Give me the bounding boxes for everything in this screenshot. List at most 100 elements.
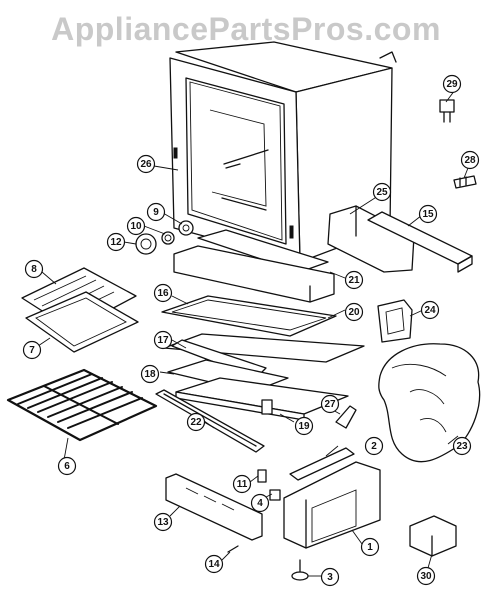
callout-15[interactable]: 15 — [418, 204, 438, 224]
callout-number: 10 — [130, 221, 142, 232]
callout-13[interactable]: 13 — [153, 512, 173, 532]
callout-number: 21 — [348, 275, 360, 286]
callout-number: 11 — [237, 479, 248, 490]
callout-circle — [320, 394, 340, 414]
callout-circle — [146, 202, 166, 222]
callout-circle — [320, 567, 340, 587]
part-11-switch[interactable] — [257, 469, 267, 483]
callout-number: 2 — [371, 441, 377, 452]
callout-19[interactable]: 19 — [294, 416, 314, 436]
callout-circle — [442, 74, 462, 94]
part-22-side-rail[interactable] — [155, 389, 265, 453]
callout-27[interactable]: 27 — [320, 394, 340, 414]
part-10-socket[interactable] — [161, 231, 175, 245]
part-3-leveling-leg[interactable] — [291, 559, 309, 581]
callout-26[interactable]: 26 — [136, 154, 156, 174]
part-9-igniter[interactable] — [178, 220, 194, 236]
callout-29[interactable]: 29 — [442, 74, 462, 94]
callout-circle — [106, 232, 126, 252]
callout-circle — [460, 150, 480, 170]
callout-7[interactable]: 7 — [22, 340, 42, 360]
callout-circle — [372, 182, 392, 202]
callout-20[interactable]: 20 — [344, 302, 364, 322]
callout-circle — [420, 300, 440, 320]
callout-30[interactable]: 30 — [416, 566, 436, 586]
part-1-drawer-bracket[interactable] — [283, 461, 381, 549]
callout-circle — [418, 204, 438, 224]
part-12-knob[interactable] — [135, 233, 157, 255]
watermark-text: AppliancePartsPros.com — [51, 11, 441, 47]
callout-10[interactable]: 10 — [126, 216, 146, 236]
callout-4[interactable]: 4 — [250, 493, 270, 513]
callout-number: 3 — [327, 572, 333, 583]
part-4-clip[interactable] — [269, 489, 281, 501]
part-21-burner-box[interactable] — [173, 229, 335, 303]
callout-11[interactable]: 11 — [232, 474, 252, 494]
part-13-kick-panel[interactable] — [165, 473, 263, 541]
callout-circle — [232, 474, 252, 494]
part-2-drawer-rail[interactable] — [289, 447, 355, 481]
callout-circle — [344, 270, 364, 290]
part-19-burner-pan[interactable] — [175, 377, 349, 421]
part-30-spark-module[interactable] — [409, 515, 457, 557]
callout-number: 16 — [157, 288, 169, 299]
callout-circle — [204, 554, 224, 574]
callout-9[interactable]: 9 — [146, 202, 166, 222]
callout-1[interactable]: 1 — [360, 537, 380, 557]
callout-25[interactable]: 25 — [372, 182, 392, 202]
part-6-oven-rack[interactable] — [6, 368, 158, 442]
callout-circle — [186, 412, 206, 432]
part-16-oven-bottom[interactable] — [161, 295, 337, 337]
callout-12[interactable]: 12 — [106, 232, 126, 252]
callout-number: 7 — [29, 345, 35, 356]
callout-number: 30 — [420, 571, 432, 582]
callout-number: 14 — [208, 559, 220, 570]
callout-2[interactable]: 2 — [364, 436, 384, 456]
callout-circle — [126, 216, 146, 236]
callout-3[interactable]: 3 — [320, 567, 340, 587]
callout-circle — [57, 456, 77, 476]
callout-number: 20 — [348, 307, 360, 318]
part-27-clip[interactable] — [335, 405, 357, 429]
callout-17[interactable]: 17 — [153, 330, 173, 350]
callout-labels: 1234678910111213141516171819202122232425… — [22, 74, 480, 587]
callout-number: 9 — [153, 207, 159, 218]
part-29-switch[interactable] — [439, 99, 455, 123]
callout-circle — [136, 154, 156, 174]
callout-number: 15 — [422, 209, 434, 220]
callout-28[interactable]: 28 — [460, 150, 480, 170]
callout-22[interactable]: 22 — [186, 412, 206, 432]
callout-number: 23 — [456, 441, 468, 452]
callout-number: 24 — [424, 305, 436, 316]
callout-24[interactable]: 24 — [420, 300, 440, 320]
part-20-bottom-cover[interactable] — [163, 333, 365, 363]
part-24-housing[interactable] — [377, 299, 413, 343]
part-28-terminal-block[interactable] — [453, 175, 477, 189]
callout-circle — [153, 330, 173, 350]
part-7-broiler-pan[interactable] — [25, 291, 139, 353]
callout-23[interactable]: 23 — [452, 436, 472, 456]
callout-circle — [250, 493, 270, 513]
callout-circle — [24, 259, 44, 279]
callout-number: 4 — [257, 498, 263, 509]
part-14-screw[interactable] — [227, 545, 239, 553]
callout-number: 27 — [324, 399, 336, 410]
callout-6[interactable]: 6 — [57, 456, 77, 476]
part-15-bracket[interactable] — [367, 211, 473, 273]
callout-circle — [153, 283, 173, 303]
callout-number: 26 — [140, 159, 152, 170]
callout-16[interactable]: 16 — [153, 283, 173, 303]
callout-number: 18 — [144, 369, 156, 380]
callout-21[interactable]: 21 — [344, 270, 364, 290]
callout-circle — [140, 364, 160, 384]
callout-number: 17 — [157, 335, 169, 346]
oven-cavity[interactable] — [169, 41, 397, 263]
callout-8[interactable]: 8 — [24, 259, 44, 279]
callout-circle — [344, 302, 364, 322]
part-25-back-panel[interactable] — [327, 205, 415, 273]
callout-14[interactable]: 14 — [204, 554, 224, 574]
callout-18[interactable]: 18 — [140, 364, 160, 384]
callout-number: 6 — [64, 461, 70, 472]
